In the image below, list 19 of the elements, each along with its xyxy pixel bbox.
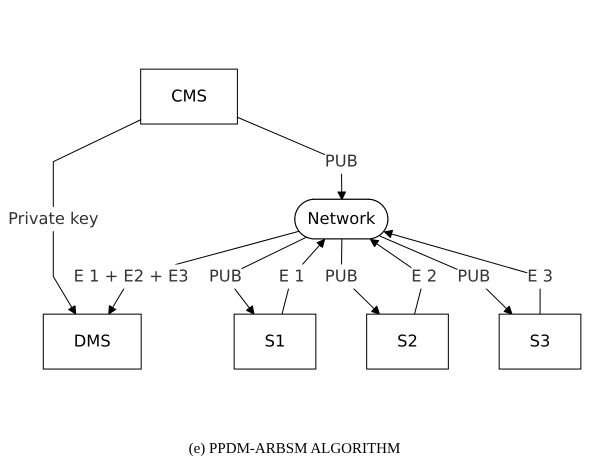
edge-label: E 1 <box>278 266 305 286</box>
node-box: S2 <box>366 314 449 370</box>
arrow <box>384 230 541 315</box>
arrow <box>108 231 300 315</box>
edge-label: PUB <box>208 266 242 286</box>
edge-label: E 1 + E2 + E3 <box>74 266 189 286</box>
caption: (e) PPDM-ARBSM ALGORITHM <box>188 440 400 459</box>
edge-label: E 3 <box>527 266 554 286</box>
edge-label: PUB <box>324 266 358 286</box>
arrow <box>380 236 513 315</box>
edge-label: Private key <box>8 209 98 229</box>
edge-label: PUB <box>457 266 490 286</box>
node-box: DMS <box>42 314 142 370</box>
edge-label: E 2 <box>411 266 438 286</box>
node-box: S3 <box>498 314 582 370</box>
node-box: S1 <box>234 314 316 370</box>
arrow <box>52 120 141 315</box>
node-box: CMS <box>140 69 238 125</box>
edge-label: PUB <box>324 152 358 172</box>
